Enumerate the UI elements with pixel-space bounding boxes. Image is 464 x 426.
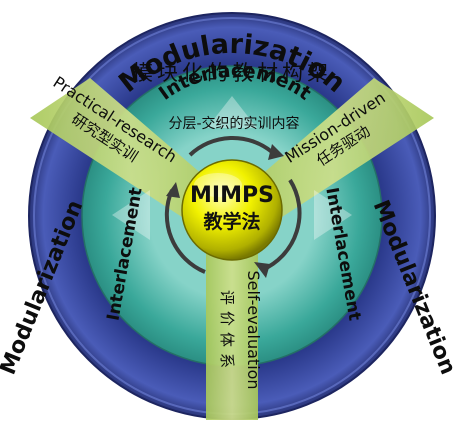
arrow-shapes xyxy=(112,96,352,240)
arrowhead-right xyxy=(254,262,270,278)
cycle-arrow-right xyxy=(261,178,302,272)
arrow-right-shape xyxy=(314,190,352,240)
spoke-upper-right xyxy=(232,78,434,232)
center-ball-shine xyxy=(194,173,242,197)
arrowhead-left xyxy=(166,182,180,198)
spoke-self-zh: 评价体系 xyxy=(218,290,236,374)
inner-top-zh: 分层-交织的实训内容 xyxy=(168,115,299,132)
outer-top-zh: 模块化的教材构架 xyxy=(132,61,332,85)
cycle-arrow-top xyxy=(188,135,274,157)
arrow-top-shape xyxy=(207,96,257,128)
cycle-arrow-left xyxy=(164,189,206,274)
cycle-arrowheads xyxy=(166,144,284,278)
arrow-left-shape xyxy=(112,190,150,240)
center-ball xyxy=(181,159,283,261)
spoke-bottom xyxy=(206,232,258,420)
center-title: MIMPS xyxy=(190,183,274,208)
arrowhead-top xyxy=(268,144,284,160)
spokes xyxy=(30,78,434,420)
spoke-upper-left xyxy=(30,78,232,232)
cycle-arrows xyxy=(164,135,302,274)
center-subtitle: 教学法 xyxy=(203,210,260,233)
spoke-self-en: Self-evaluation xyxy=(244,270,263,389)
